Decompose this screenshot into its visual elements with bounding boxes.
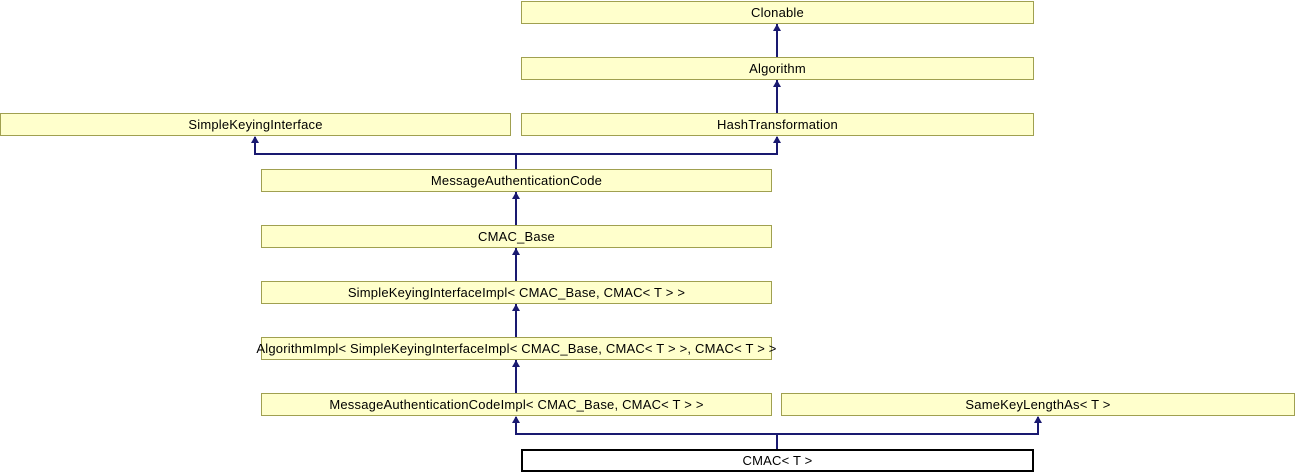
class-node-cmac-current: CMAC< T > [521, 449, 1034, 472]
inheritance-edge-cmac-branch [515, 433, 1039, 435]
inheritance-edge-algorithm-to-clonable [776, 24, 778, 57]
arrowhead-up-icon [1034, 416, 1042, 423]
class-node-simple-keying-interface-impl[interactable]: SimpleKeyingInterfaceImpl< CMAC_Base, CM… [261, 281, 772, 304]
inheritance-edge-mac-stub [515, 154, 517, 169]
class-node-hash-transformation[interactable]: HashTransformation [521, 113, 1034, 136]
arrowhead-up-icon [512, 192, 520, 199]
class-node-message-authentication-code[interactable]: MessageAuthenticationCode [261, 169, 772, 192]
inheritance-edge-algi-to-skii [515, 304, 517, 337]
inheritance-edge-skii-to-cmacbase [515, 248, 517, 281]
arrowhead-up-icon [512, 360, 520, 367]
inheritance-edge-maci-to-algi [515, 360, 517, 393]
inheritance-edge-mac-branch [254, 153, 778, 155]
inheritance-edge-mac-to-ski [254, 137, 256, 154]
class-node-clonable[interactable]: Clonable [521, 1, 1034, 24]
class-node-simple-keying-interface[interactable]: SimpleKeyingInterface [0, 113, 511, 136]
class-node-cmac-base[interactable]: CMAC_Base [261, 225, 772, 248]
arrowhead-up-icon [251, 136, 259, 143]
inheritance-edge-cmacbase-to-mac [515, 192, 517, 225]
arrowhead-up-icon [773, 80, 781, 87]
class-node-algorithm-impl[interactable]: AlgorithmImpl< SimpleKeyingInterfaceImpl… [256, 337, 776, 360]
class-node-algorithm[interactable]: Algorithm [521, 57, 1034, 80]
arrowhead-up-icon [512, 416, 520, 423]
inheritance-edge-cmac-to-maci [515, 417, 517, 434]
arrowhead-up-icon [773, 136, 781, 143]
class-node-message-authentication-code-impl[interactable]: MessageAuthenticationCodeImpl< CMAC_Base… [261, 393, 772, 416]
inheritance-edge-hash-to-algorithm [776, 80, 778, 113]
inheritance-edge-cmac-stub [776, 434, 778, 449]
class-node-same-key-length-as[interactable]: SameKeyLengthAs< T > [781, 393, 1295, 416]
arrowhead-up-icon [773, 24, 781, 31]
arrowhead-up-icon [512, 304, 520, 311]
inheritance-edge-cmac-to-skla [1037, 417, 1039, 434]
arrowhead-up-icon [512, 248, 520, 255]
inheritance-edge-mac-to-hash [776, 137, 778, 154]
